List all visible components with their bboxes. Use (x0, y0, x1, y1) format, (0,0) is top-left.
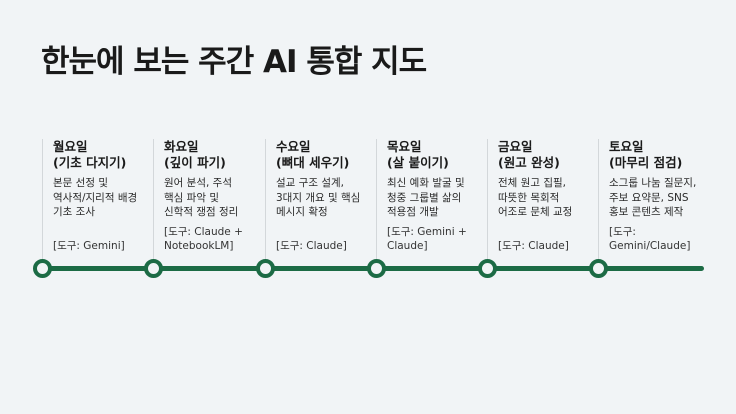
timeline-node-2 (144, 259, 163, 278)
day-name: 금요일 (498, 139, 533, 154)
timeline-node-4 (367, 259, 386, 278)
day-name: 목요일 (387, 139, 422, 154)
day-theme: (뼈대 세우기) (276, 154, 350, 170)
description-line: 홍보 콘텐츠 제작 (609, 206, 684, 218)
day-name: 화요일 (164, 139, 199, 154)
description-line: 주보 요약문, SNS (609, 191, 689, 204)
description-line: 3대지 개요 및 핵심 (276, 191, 361, 204)
description-line: 메시지 확정 (276, 206, 328, 218)
day-tool: [도구: Gemini + Claude] (387, 226, 467, 252)
description-line: 원어 분석, 주석 (164, 177, 232, 189)
description-line: 어조로 문체 교정 (498, 206, 573, 218)
day-name: 수요일 (276, 139, 311, 154)
day-theme: (깊이 파기) (164, 154, 226, 170)
day-theme: (마무리 점검) (609, 154, 683, 170)
timeline-node-3 (256, 259, 275, 278)
day-description: 소그룹 나눔 질문지, 주보 요약문, SNS 홍보 콘텐츠 제작 (609, 176, 702, 220)
day-tool: [도구: Gemini] (53, 239, 125, 252)
timeline-node-5 (478, 259, 497, 278)
timeline-node-1 (33, 259, 52, 278)
description-line: 최신 예화 발굴 및 (387, 177, 465, 189)
page-title: 한눈에 보는 주간 AI 통합 지도 (41, 44, 427, 80)
day-tool: [도구: Claude] (276, 239, 347, 252)
description-line: 따뜻한 목회적 (498, 191, 560, 204)
day-tool: [도구: Claude + NotebookLM] (164, 226, 243, 252)
description-line: 신학적 쟁점 정리 (164, 206, 239, 218)
day-theme: (살 붙이기) (387, 154, 449, 170)
description-line: 핵심 파악 및 (164, 191, 219, 204)
day-tool: [도구: Claude] (498, 239, 569, 252)
day-theme: (원고 완성) (498, 154, 560, 170)
description-line: 기초 조사 (53, 206, 95, 218)
description-line: 역사적/지리적 배경 (53, 191, 138, 204)
description-line: 본문 선정 및 (53, 177, 108, 189)
description-line: 적용점 개발 (387, 206, 439, 218)
description-line: 설교 구조 설계, (276, 177, 344, 189)
description-line: 소그룹 나눔 질문지, (609, 177, 697, 189)
timeline-node-6 (589, 259, 608, 278)
timeline-day-6: 토요일 (마무리 점검) 소그룹 나눔 질문지, 주보 요약문, SNS 홍보 콘텐… (598, 139, 702, 263)
description-line: 전체 원고 집필, (498, 177, 566, 189)
day-theme: (기초 다지기) (53, 154, 127, 170)
day-name: 토요일 (609, 139, 644, 154)
day-tool: [도구: Gemini/Claude] (609, 226, 691, 252)
day-name: 월요일 (53, 139, 88, 154)
description-line: 청중 그룹별 삶의 (387, 191, 462, 204)
